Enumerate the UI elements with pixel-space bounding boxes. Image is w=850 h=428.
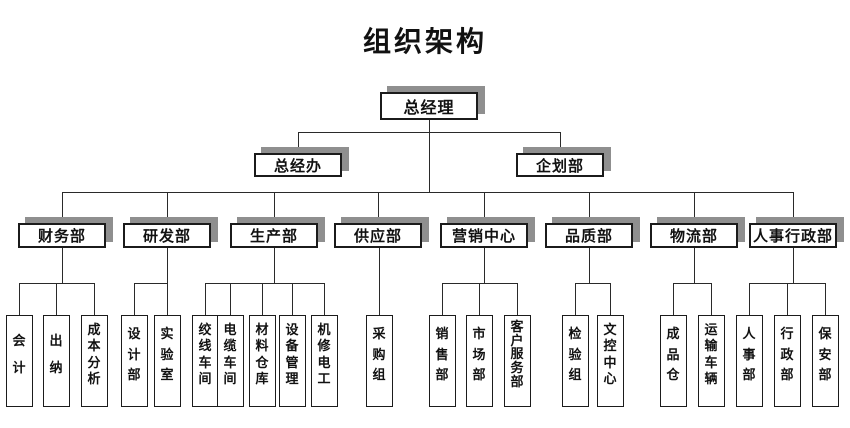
org-node-leaf-3-0: 采购组 (365, 315, 393, 407)
org-node-leaf-7-0: 人事部 (735, 315, 763, 407)
connector-line (479, 283, 480, 315)
connector-line (694, 248, 695, 283)
connector-line (274, 192, 275, 223)
connector-line (205, 283, 325, 284)
org-node-root: 总经理 (380, 92, 478, 120)
connector-line (230, 283, 231, 315)
org-node-leaf-2-4: 机修电工 (310, 315, 338, 407)
org-node-leaf-2-2: 材料仓库 (248, 315, 276, 407)
org-node-leaf-5-0: 检验组 (561, 315, 589, 407)
org-node-dept-7: 人事行政部 (749, 223, 837, 248)
connector-line (560, 132, 561, 153)
connector-line (793, 192, 794, 223)
connector-line (62, 248, 63, 283)
connector-line (575, 283, 576, 315)
connector-line (673, 283, 712, 284)
org-node-leaf-6-1: 运输车辆 (697, 315, 725, 407)
org-node-leaf-2-1: 电缆车间 (216, 315, 244, 407)
connector-line (167, 192, 168, 223)
connector-line (749, 283, 750, 315)
connector-line (610, 283, 611, 315)
org-node-leaf-0-0: 会计 (5, 315, 33, 407)
org-node-leaf-4-1: 市场部 (465, 315, 493, 407)
connector-line (134, 283, 168, 284)
org-node-leaf-4-2: 客户服务部 (503, 315, 531, 407)
page-title: 组织架构 (362, 25, 487, 58)
org-node-dept-2: 生产部 (230, 223, 318, 248)
connector-line (575, 283, 611, 284)
org-node-leaf-7-1: 行政部 (773, 315, 801, 407)
org-node-staff-0: 总经办 (254, 153, 342, 177)
connector-line (484, 192, 485, 223)
connector-line (62, 192, 794, 193)
org-node-dept-6: 物流部 (650, 223, 738, 248)
connector-line (262, 283, 263, 315)
connector-line (378, 192, 379, 223)
connector-line (94, 283, 95, 315)
org-node-leaf-6-0: 成品仓 (659, 315, 687, 407)
org-node-dept-0: 财务部 (18, 223, 106, 248)
connector-line (274, 248, 275, 283)
org-node-leaf-2-3: 设备管理 (278, 315, 306, 407)
connector-line (167, 283, 168, 315)
org-node-leaf-2-0: 绞线车间 (191, 315, 219, 407)
connector-line (167, 248, 168, 283)
org-node-leaf-1-1: 实验室 (153, 315, 181, 407)
org-node-dept-4: 营销中心 (440, 223, 528, 248)
connector-line (379, 248, 380, 315)
connector-line (589, 248, 590, 283)
connector-line (787, 283, 788, 315)
connector-line (673, 283, 674, 315)
connector-line (62, 192, 63, 223)
connector-line (442, 283, 518, 284)
org-node-leaf-1-0: 设计部 (120, 315, 148, 407)
connector-line (19, 283, 20, 315)
connector-line (711, 283, 712, 315)
connector-line (298, 132, 299, 153)
connector-line (825, 283, 826, 315)
connector-line (298, 132, 561, 133)
connector-line (694, 192, 695, 223)
org-node-dept-1: 研发部 (123, 223, 211, 248)
org-node-leaf-5-1: 文控中心 (596, 315, 624, 407)
connector-line (484, 248, 485, 283)
connector-line (324, 283, 325, 315)
connector-line (589, 192, 590, 223)
org-node-dept-3: 供应部 (334, 223, 422, 248)
org-node-leaf-0-2: 成本分析 (80, 315, 108, 407)
connector-line (56, 283, 57, 315)
connector-line (793, 248, 794, 283)
connector-line (19, 283, 95, 284)
org-node-staff-1: 企划部 (516, 153, 604, 177)
org-node-leaf-4-0: 销售部 (428, 315, 456, 407)
connector-line (292, 283, 293, 315)
connector-line (429, 120, 430, 192)
connector-line (442, 283, 443, 315)
connector-line (134, 283, 135, 315)
org-node-dept-5: 品质部 (545, 223, 633, 248)
connector-line (205, 283, 206, 315)
connector-line (517, 283, 518, 315)
org-node-leaf-0-1: 出纳 (42, 315, 70, 407)
org-node-leaf-7-2: 保安部 (811, 315, 839, 407)
